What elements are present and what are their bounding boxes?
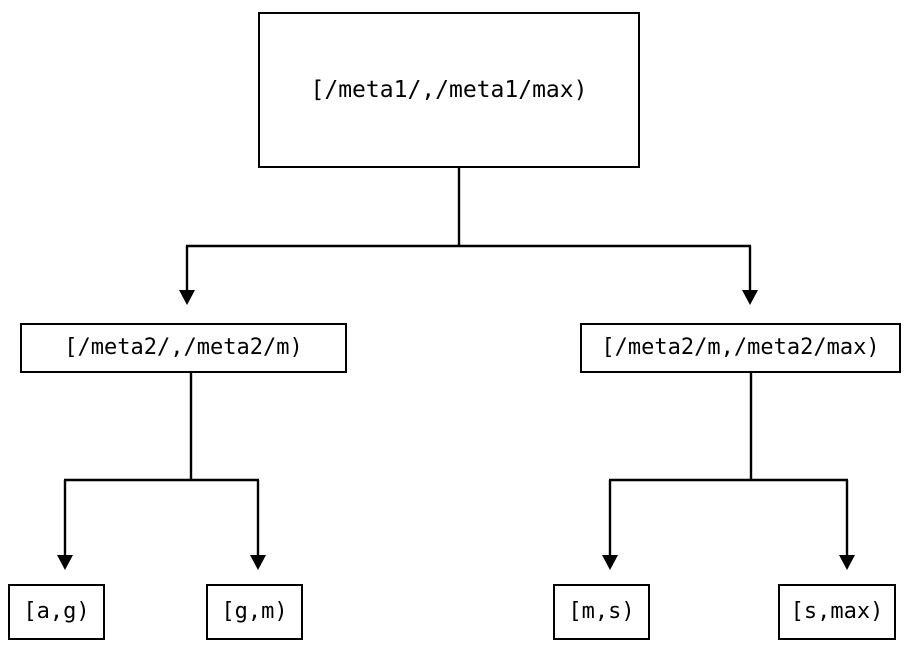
- tree-node-meta2-low-label: [/meta2/,/meta2/m): [64, 335, 303, 360]
- tree-node-meta2-high[interactable]: [/meta2/m,/meta2/max): [580, 323, 901, 373]
- edge-meta2low-to-leaves: [57, 373, 266, 570]
- arrowhead-to-leaf-smax: [839, 555, 855, 570]
- tree-node-leaf-ag[interactable]: [a,g): [8, 584, 105, 640]
- tree-node-meta2-low[interactable]: [/meta2/,/meta2/m): [20, 323, 347, 373]
- arrowhead-to-leaf-ag: [57, 555, 73, 570]
- tree-node-leaf-gm-label: [g,m): [221, 599, 288, 624]
- tree-node-leaf-ag-label: [a,g): [23, 599, 90, 624]
- edge-meta2high-to-leaves: [602, 373, 855, 570]
- tree-node-root-label: [/meta1/,/meta1/max): [310, 76, 588, 103]
- tree-node-leaf-smax[interactable]: [s,max): [778, 584, 896, 640]
- tree-node-meta2-high-label: [/meta2/m,/meta2/max): [601, 335, 880, 360]
- arrowhead-to-leaf-gm: [250, 555, 266, 570]
- tree-node-leaf-ms-label: [m,s): [568, 599, 635, 624]
- edge-root-to-level2: [179, 168, 758, 305]
- arrowhead-to-meta2-low: [179, 290, 195, 305]
- tree-node-leaf-smax-label: [s,max): [790, 599, 884, 624]
- arrowhead-to-meta2-high: [742, 290, 758, 305]
- tree-node-leaf-gm[interactable]: [g,m): [206, 584, 303, 640]
- arrowhead-to-leaf-ms: [602, 555, 618, 570]
- tree-node-root[interactable]: [/meta1/,/meta1/max): [258, 12, 640, 168]
- tree-node-leaf-ms[interactable]: [m,s): [553, 584, 650, 640]
